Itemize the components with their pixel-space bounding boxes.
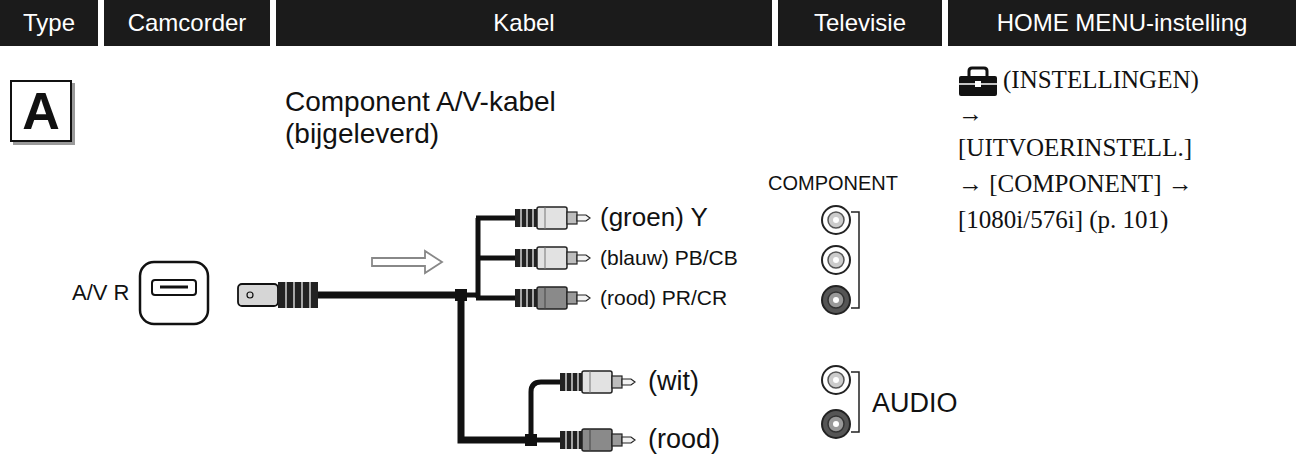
rca-plug [560,371,635,393]
rca-plug [515,287,590,309]
type-badge: A [10,80,72,142]
cable-name: Component A/V-kabel (bijgeleverd) [285,86,585,150]
menu-step: [UITVOERINSTELL.] [958,134,1192,163]
tv-jack [822,286,850,314]
av-plug [238,282,318,308]
column-heading: Camcorder [128,11,247,35]
cable-junction [525,434,537,446]
rca-plug [515,207,590,229]
header-cell: Type [0,0,98,46]
tv-jack [822,366,850,394]
jack-bracket [851,372,859,432]
plug-color: (rood) [648,424,720,455]
toolbox-icon [959,68,997,96]
rca-plug [560,429,635,451]
menu-step: (INSTELLINGEN) [1003,66,1199,95]
port-name: A/V R [72,280,129,305]
type-letter: A [22,85,60,137]
input-group-name: AUDIO [872,388,958,419]
header-cell: Televisie [778,0,942,46]
header-cell: Camcorder [104,0,270,46]
tv-jack [822,410,850,438]
column-heading: Type [23,11,75,35]
column-heading: HOME MENU-instelling [997,11,1248,35]
cable-junction [455,289,467,301]
tv-jack [822,206,850,234]
input-group-name: COMPONENT [768,172,898,195]
plug-color: (groen) Y [600,203,708,233]
direction-arrow [372,251,442,273]
tv-jack [822,246,850,274]
column-heading: Televisie [814,11,906,35]
plug-color: (blauw) PB/CB [600,246,738,270]
plug-color: (wit) [648,366,699,397]
jack-bracket [851,212,859,308]
av-socket [140,262,208,324]
menu-step: → [COMPONENT] → [958,170,1193,199]
plug-color: (rood) PR/CR [600,286,727,310]
header-cell: Kabel [276,0,772,46]
menu-step: → [958,100,983,129]
menu-step: [1080i/576i] (p. 101) [958,206,1168,235]
column-heading: Kabel [493,11,554,35]
rca-plug [515,247,590,269]
header-cell: HOME MENU-instelling [948,0,1296,46]
